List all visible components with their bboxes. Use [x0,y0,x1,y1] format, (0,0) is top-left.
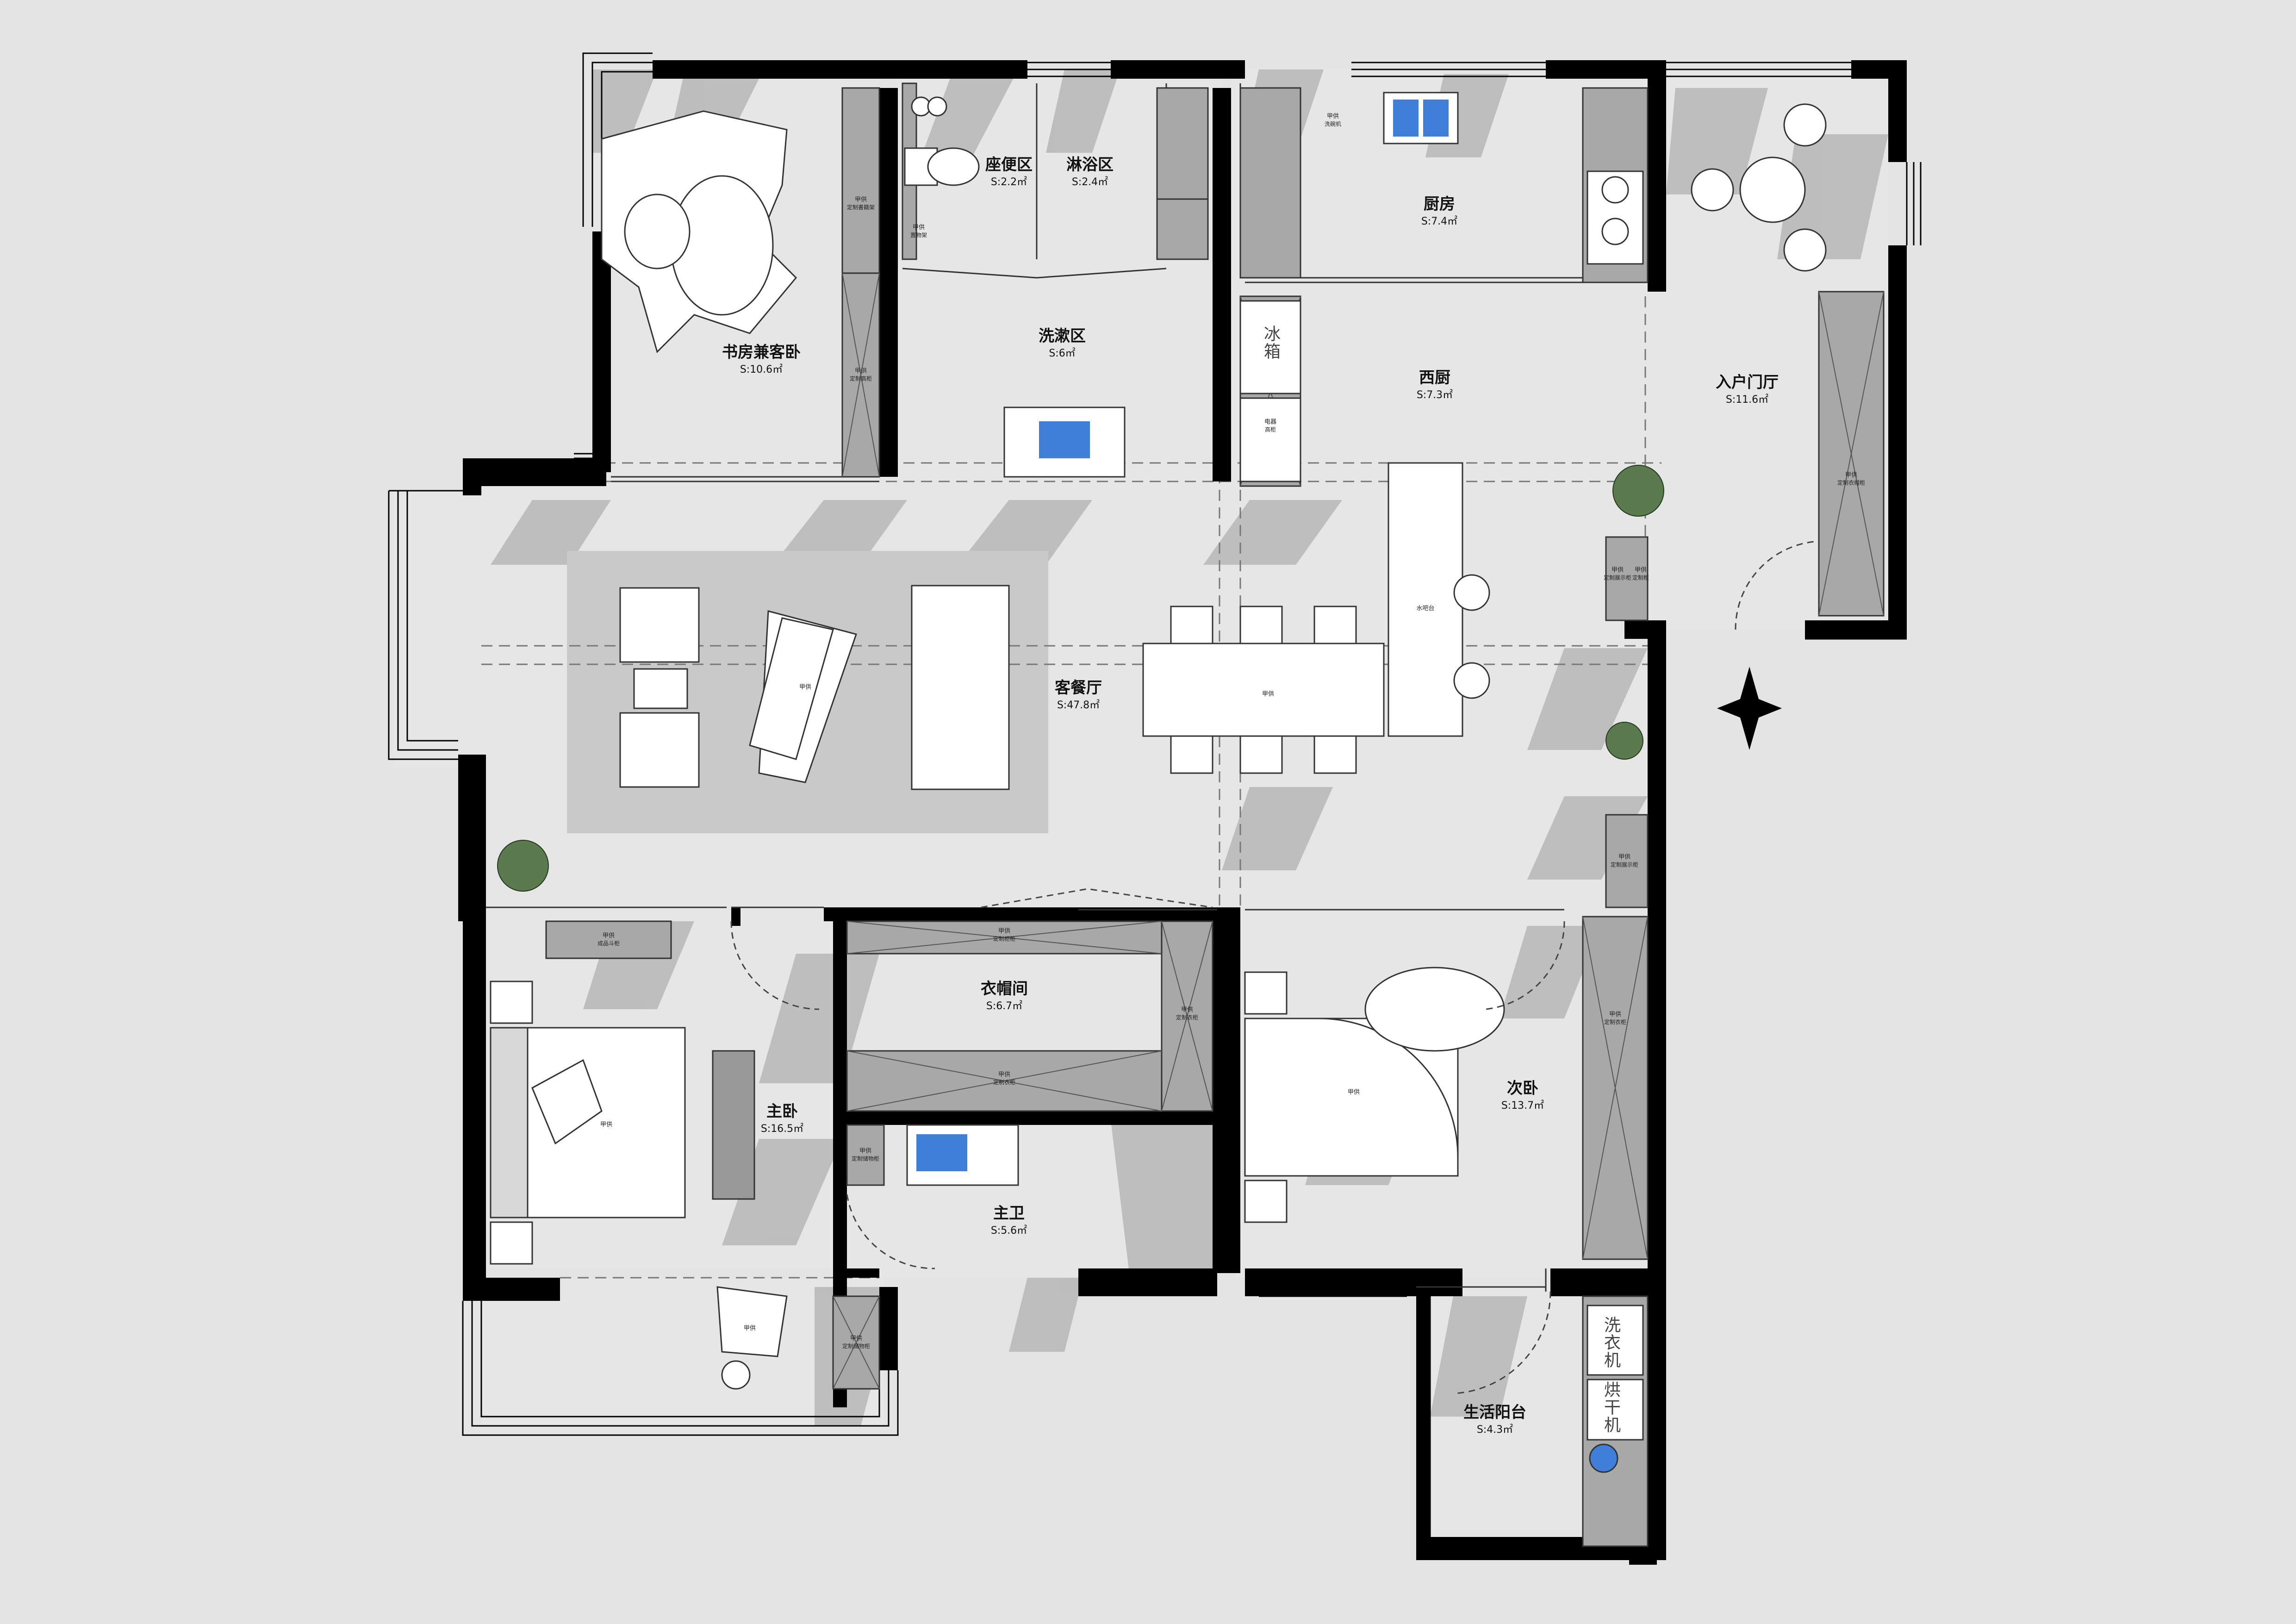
label-master-bedhead-main: 甲供 [602,932,615,939]
label-display-lower-sub: 定制展示柜 [1610,862,1639,868]
label-balcony-cabinet: 甲供 定制储物柜 [842,1335,870,1350]
label-dryer: 烘干机 [1601,1381,1620,1434]
label-study-shelf-main: 甲供 [854,196,867,203]
label-second-wardrobe-sub: 定制衣柜 [1604,1019,1627,1025]
north-compass-icon [1717,667,1782,750]
living-sofas [619,585,1010,790]
label-master-bed: 甲供 [600,1121,613,1128]
plants [497,465,1664,892]
label-display-right: 甲供 定制柜 [1632,567,1649,581]
label-wardrobe-bottom-sub: 定制衣柜 [993,1079,1016,1086]
label-wardrobe-bottom-main: 甲供 [998,1071,1011,1078]
fridge-oven [1239,300,1301,482]
label-display-left: 甲供 定制展示柜 [1604,567,1631,581]
label-wardrobe-side-sub: 定制衣柜 [1176,1014,1199,1021]
label-water-bar: 水吧台 [1416,605,1435,612]
kitchen-stove [1587,170,1644,265]
label-study-cabinet: 甲供 定制高柜 [850,368,872,382]
label-shoe-cabinet-sub: 定制衣帽柜 [1837,480,1866,486]
label-display-right-main: 甲供 [1634,567,1647,574]
label-second-bed: 甲供 [1347,1089,1360,1096]
label-bath-cabinet-sub: 定制储物柜 [851,1156,880,1162]
label-balcony-chair: 甲供 [743,1325,756,1332]
label-display-lower: 甲供 定制展示柜 [1611,854,1638,868]
label-display-left-sub: 定制展示柜 [1603,575,1632,581]
toilet-fixture [904,96,980,186]
label-toilet-rack-main: 甲供 [912,224,925,231]
entry-table [1691,103,1827,272]
label-balcony-cabinet-sub: 定制储物柜 [842,1343,871,1349]
second-bed [1244,967,1505,1223]
label-oven: 电器 高柜 [1264,418,1276,433]
balcony-chair [716,1286,788,1390]
label-washer-sub: 洗碗机 [1324,121,1342,127]
study-desk [601,110,797,353]
label-fridge: 冰箱 [1261,325,1280,360]
label-master-bedhead-sub: 成品斗柜 [597,940,620,947]
label-balcony-cabinet-main: 甲供 [850,1335,863,1342]
label-master-bedhead: 甲供 成品斗柜 [597,932,620,947]
master-bed [490,981,755,1265]
label-oven-sub: 高柜 [1264,426,1276,433]
laundry-appliances [1587,1305,1644,1441]
label-wardrobe-top-main: 甲供 [998,928,1011,935]
label-shoe-cabinet-main: 甲供 [1845,472,1858,479]
label-washer: 甲供 洗碗机 [1325,113,1341,128]
label-display-left-main: 甲供 [1611,567,1624,574]
dining-set [1142,462,1490,774]
label-shoe-cabinet: 甲供 定制衣帽柜 [1837,472,1865,487]
label-wardrobe-side: 甲供 定制衣柜 [1176,1006,1198,1021]
label-bath-cabinet-main: 甲供 [859,1148,872,1155]
label-toilet-rack-sub: 置物架 [910,232,927,238]
label-wardrobe-side-main: 甲供 [1181,1006,1194,1013]
label-oven-main: 电器 [1264,418,1277,425]
label-toilet-rack: 甲供 置物架 [910,224,927,239]
label-display-right-sub: 定制柜 [1632,575,1649,581]
label-second-wardrobe-main: 甲供 [1609,1011,1622,1018]
label-bath-cabinet: 甲供 定制储物柜 [852,1148,879,1162]
label-study-cabinet-main: 甲供 [854,368,867,375]
label-second-wardrobe: 甲供 定制衣柜 [1604,1011,1626,1026]
label-study-cabinet-sub: 定制高柜 [849,375,872,382]
door-swings [730,541,1815,1394]
label-wardrobe-top-sub: 定制柜柜 [993,936,1016,942]
label-display-lower-main: 甲供 [1618,854,1631,861]
label-wardrobe-bottom: 甲供 定制衣柜 [993,1071,1015,1086]
label-living-table: 甲供 [799,684,812,691]
label-washing-machine: 洗衣机 [1601,1316,1620,1369]
label-dining-table: 甲供 [1262,691,1275,698]
label-study-shelf-sub: 定制書籍架 [846,204,875,211]
interior-lines [486,83,1611,1292]
label-washer-main: 甲供 [1326,113,1339,120]
label-study-shelf: 甲供 定制書籍架 [847,196,875,211]
label-wardrobe-top: 甲供 定制柜柜 [993,928,1015,943]
windows [388,52,1922,1542]
cabinet-cross-marks [833,273,1884,1389]
